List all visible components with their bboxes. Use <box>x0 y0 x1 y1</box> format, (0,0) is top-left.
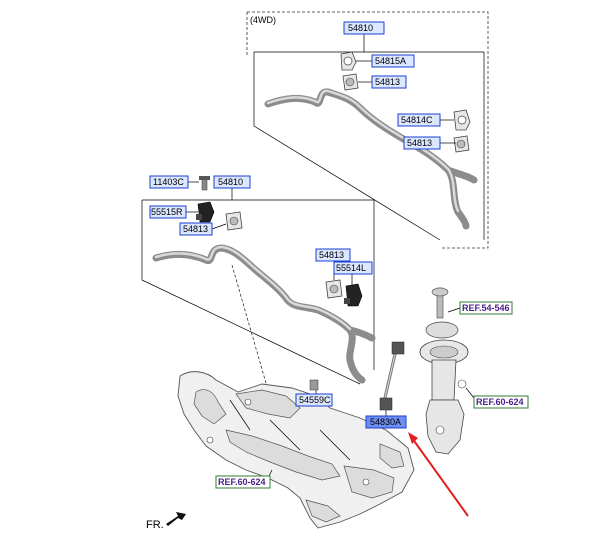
frame-edge <box>319 429 351 461</box>
ref-frame[interactable]: REF.60-624 <box>215 475 271 489</box>
ref-knuckle[interactable]: REF.60-624 <box>473 395 529 409</box>
svg-text:54810: 54810 <box>348 23 373 33</box>
stabilizer-bar-main[interactable] <box>152 244 376 384</box>
main-box-line <box>141 200 361 385</box>
callout-54810-inset[interactable]: 54810 <box>343 21 385 35</box>
bracket-54814c[interactable] <box>453 109 471 131</box>
leader <box>465 387 475 399</box>
svg-text:55514L: 55514L <box>336 263 366 273</box>
svg-text:54810: 54810 <box>218 177 243 187</box>
svg-text:54815A: 54815A <box>375 56 406 66</box>
direction-label: FR. <box>146 519 164 531</box>
front-subframe[interactable] <box>177 371 415 529</box>
inset-label: (4WD) <box>250 15 276 25</box>
bolt-54559c[interactable] <box>309 379 319 391</box>
frame-edge <box>229 399 251 431</box>
frame-edge <box>269 419 301 451</box>
svg-text:REF.54-546: REF.54-546 <box>462 303 510 313</box>
callout-54813-main-2[interactable]: 54813 <box>315 248 351 262</box>
callout-54813-main-1[interactable]: 54813 <box>179 222 213 236</box>
stabilizer-bar-4wd[interactable] <box>264 88 478 230</box>
ref-strut[interactable]: REF.54-546 <box>459 301 513 315</box>
bushing-54813-inset-1[interactable] <box>342 73 359 91</box>
callout-55514l[interactable]: 55514L <box>333 261 373 275</box>
bushing-54813-inset-2[interactable] <box>453 135 470 153</box>
bracket-54815a[interactable] <box>340 51 357 71</box>
callout-54814c[interactable]: 54814C <box>397 113 441 127</box>
bracket-55515r[interactable] <box>196 201 215 223</box>
leader <box>447 307 461 313</box>
svg-text:54813: 54813 <box>407 138 432 148</box>
bracket-55514l[interactable] <box>344 283 363 307</box>
stabilizer-link-54830a[interactable] <box>379 341 405 411</box>
svg-text:11403C: 11403C <box>153 177 184 187</box>
svg-text:REF.60-624: REF.60-624 <box>218 477 266 487</box>
callout-54813-inset-2[interactable]: 54813 <box>403 136 441 150</box>
callout-55515r[interactable]: 55515R <box>149 205 187 219</box>
svg-text:54813: 54813 <box>183 224 208 234</box>
svg-text:54813: 54813 <box>319 250 344 260</box>
callout-11403c[interactable]: 11403C <box>149 175 189 189</box>
leader <box>211 223 227 230</box>
svg-text:55515R: 55515R <box>151 207 183 217</box>
inset-box-line <box>253 52 441 241</box>
svg-text:54813: 54813 <box>375 77 400 87</box>
inset-frame-4wd <box>247 11 489 249</box>
svg-text:54559C: 54559C <box>299 395 331 405</box>
callout-54830a-selected[interactable]: 54830A <box>365 415 407 429</box>
svg-text:54814C: 54814C <box>401 115 433 125</box>
front-arrow-icon <box>166 512 186 526</box>
bushing-54813-main-2[interactable] <box>325 279 343 299</box>
bolt-11403c[interactable] <box>199 176 210 191</box>
callout-54813-inset-1[interactable]: 54813 <box>371 75 407 89</box>
callout-54815a[interactable]: 54815A <box>371 54 415 68</box>
svg-text:REF.60-624: REF.60-624 <box>476 397 524 407</box>
svg-text:54830A: 54830A <box>370 417 401 427</box>
strut-assembly[interactable] <box>419 287 469 455</box>
callout-54559c[interactable]: 54559C <box>295 393 333 407</box>
pointer-arrow <box>408 432 469 517</box>
bushing-54813-main-1[interactable] <box>225 211 243 231</box>
callout-54810-main[interactable]: 54810 <box>213 175 251 189</box>
